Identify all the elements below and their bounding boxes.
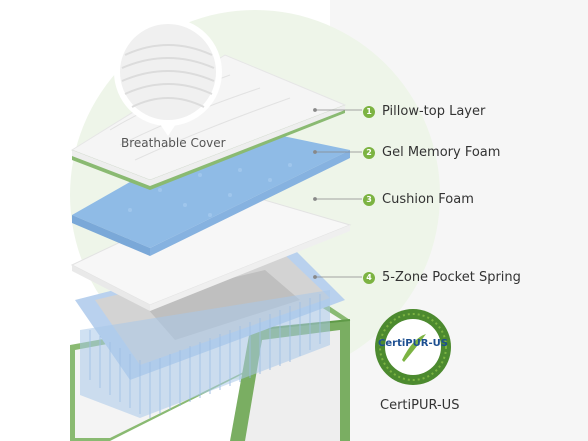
certipur-caption: CertiPUR-US <box>380 398 460 413</box>
layer-label-cushion-foam: 3 Cushion Foam <box>363 192 474 207</box>
pillow-top-layer <box>70 54 347 190</box>
layer-number-badge: 3 <box>363 193 375 206</box>
certipur-badge: CertiPUR-US <box>374 308 452 386</box>
leader-lines <box>313 108 362 279</box>
layer-number-badge: 2 <box>363 146 375 159</box>
certipur-seal-icon <box>375 309 451 385</box>
certipur-badge-text: CertiPUR-US <box>378 338 448 349</box>
layer-label-pillow-top: 1 Pillow-top Layer <box>363 104 485 119</box>
layer-number-badge: 4 <box>363 271 375 284</box>
breathable-cover-caption: Breathable Cover <box>121 136 226 150</box>
layer-label-pocket-spring: 4 5-Zone Pocket Spring <box>363 270 521 285</box>
layer-label-gel-memory-foam: 2 Gel Memory Foam <box>363 145 500 160</box>
pocket-spring-layer <box>75 245 345 418</box>
layer-label-text: 5-Zone Pocket Spring <box>382 270 521 285</box>
gel-memory-foam-layer <box>72 125 350 256</box>
layer-label-text: Pillow-top Layer <box>382 104 486 119</box>
layer-number-badge: 1 <box>363 105 375 118</box>
cushion-foam-layer <box>70 189 352 311</box>
layer-label-text: Cushion Foam <box>382 192 474 207</box>
breathable-cover-callout <box>114 18 222 136</box>
layer-label-text: Gel Memory Foam <box>382 145 501 160</box>
